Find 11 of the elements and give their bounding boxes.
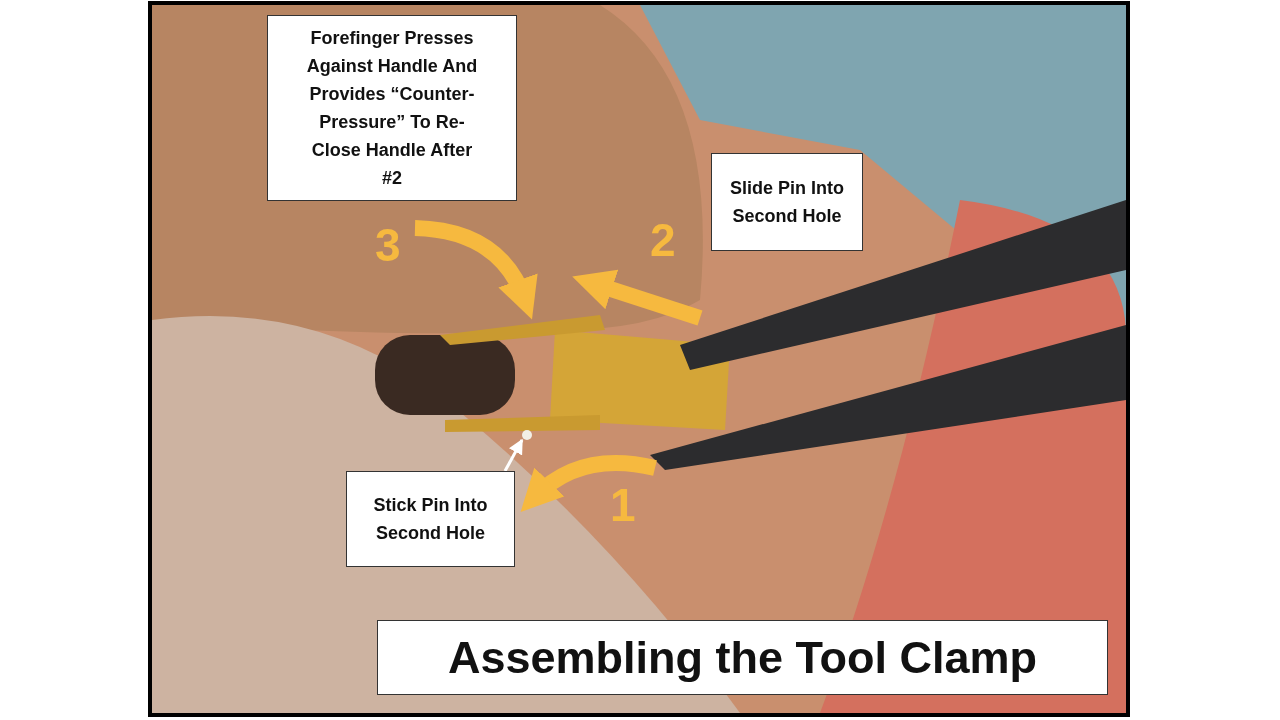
callout-text: Slide Pin Into Second Hole	[729, 177, 845, 228]
title: Assembling the Tool Clamp	[377, 620, 1108, 695]
pin-tip	[522, 430, 532, 440]
step-number: 3	[375, 222, 401, 268]
callout-text: Forefinger Presses Against Handle And Provides “Counter-Pressure” To Re-Close Handle After #2	[305, 27, 479, 190]
step-number: 2	[650, 217, 676, 263]
callout-text: Stick Pin Into Second Hole	[372, 494, 489, 545]
callout-box	[267, 15, 517, 201]
callout-box	[711, 153, 863, 251]
leader-line	[503, 438, 524, 472]
callout-box	[346, 471, 515, 567]
